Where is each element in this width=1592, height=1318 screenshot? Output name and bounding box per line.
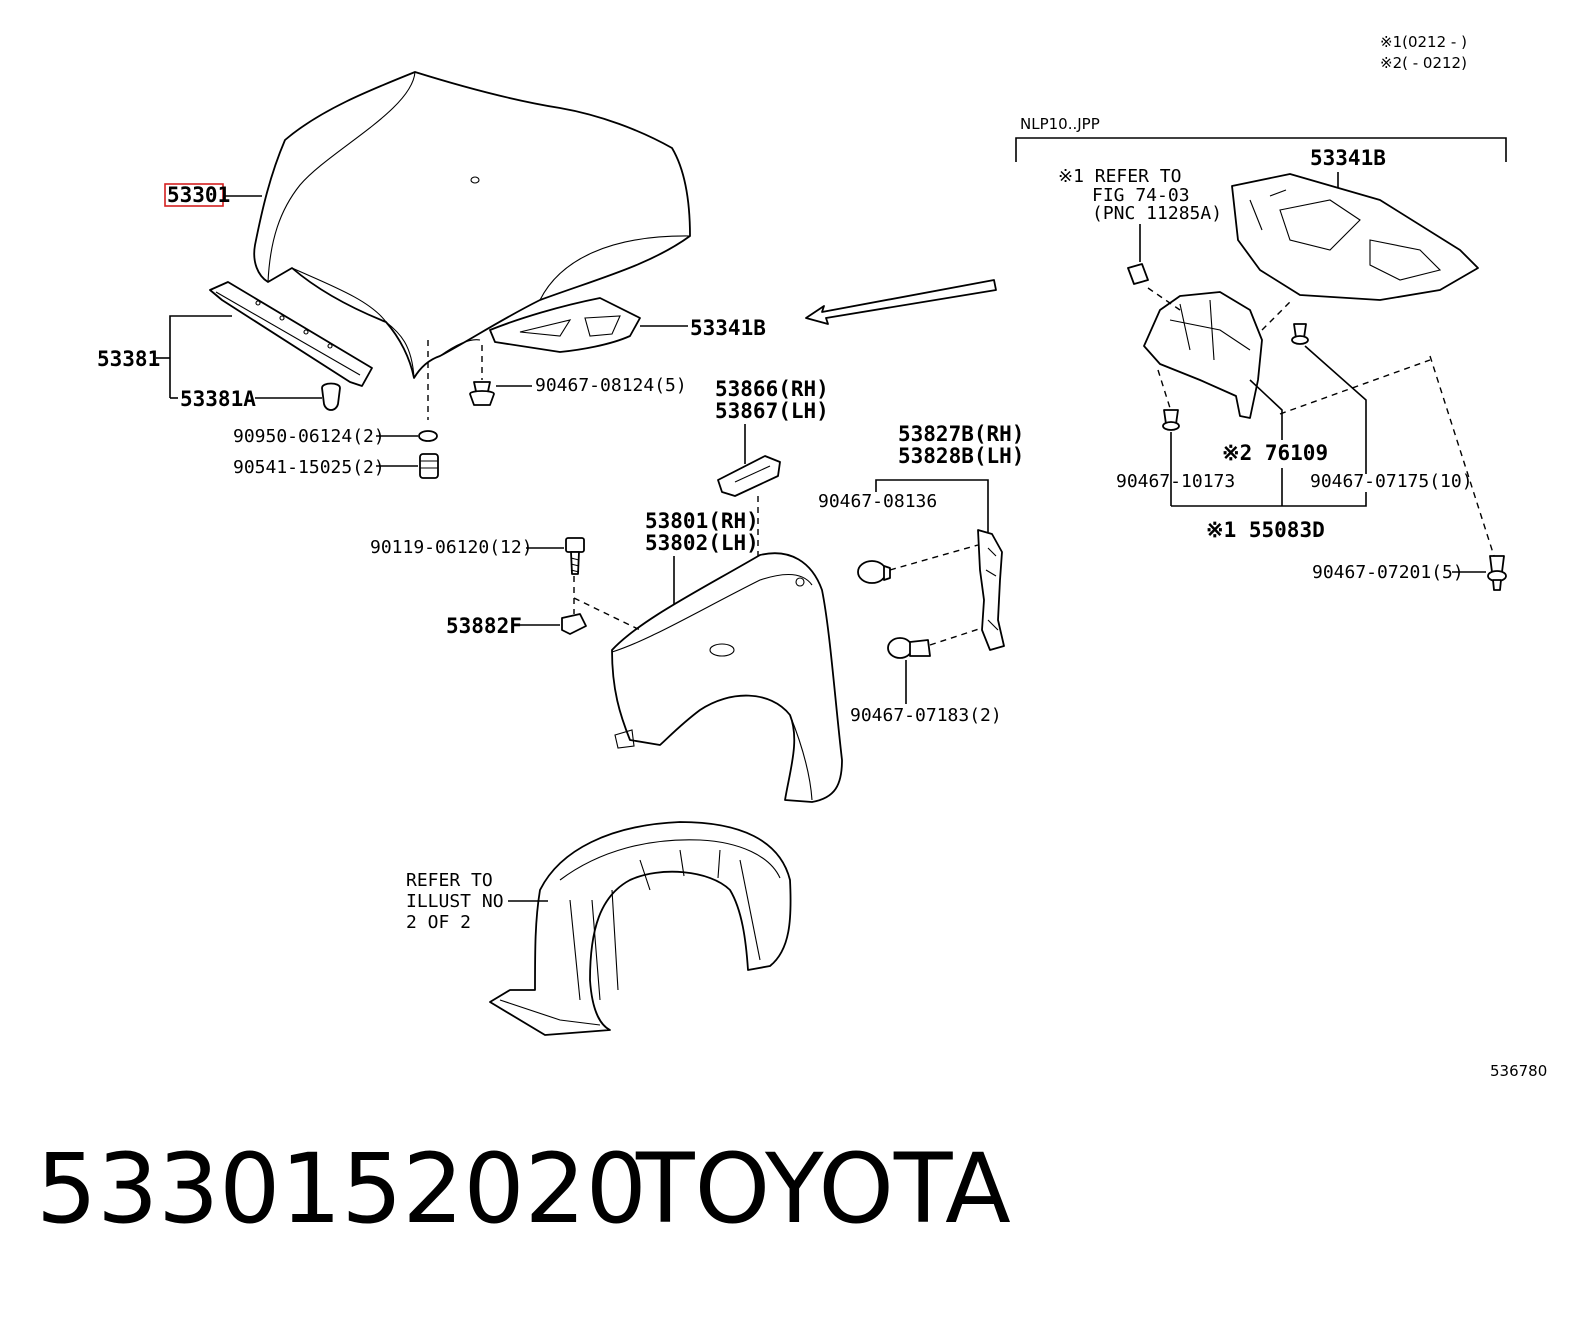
arrow-icon	[805, 279, 997, 325]
fender-bracket-part[interactable]	[717, 455, 781, 497]
front-fender-part[interactable]	[611, 552, 843, 803]
highlight-box	[164, 183, 224, 207]
clip-53381A[interactable]	[321, 382, 341, 411]
refer-illust-line-3: 2 OF 2	[406, 912, 471, 933]
hood-cushion-ring[interactable]	[418, 430, 438, 442]
callout-90467-07201[interactable]: 90467-07201(5)	[1312, 562, 1464, 583]
nut-53882F[interactable]	[561, 613, 587, 635]
hood-seal-part[interactable]	[209, 281, 373, 387]
hood-part[interactable]	[253, 71, 691, 379]
bolt-90119-06120[interactable]	[565, 537, 585, 575]
clip-90467-07183[interactable]	[887, 637, 931, 659]
callout-55083D[interactable]: ※1 55083D	[1206, 518, 1325, 542]
callout-53867[interactable]: 53867(LH)	[715, 399, 829, 423]
callout-90119-06120[interactable]: 90119-06120(12)	[370, 537, 533, 558]
refer-illust-line-1: REFER TO	[406, 870, 493, 891]
callout-53882F[interactable]: 53882F	[446, 614, 522, 638]
refer-fig-line-1: ※1 REFER TO	[1058, 166, 1181, 187]
callout-90467-08124[interactable]: 90467-08124(5)	[535, 375, 687, 396]
footer-part-number: 5330152020	[36, 1133, 647, 1245]
variant-label: NLP10..JPP	[1020, 115, 1100, 133]
hood-cushion-stopper[interactable]	[419, 453, 439, 479]
callout-90467-10173[interactable]: 90467-10173	[1116, 471, 1235, 492]
callout-76109[interactable]: ※2 76109	[1222, 441, 1328, 465]
callout-53341B-left[interactable]: 53341B	[690, 316, 766, 340]
refer-illust-line-2: ILLUST NO	[406, 891, 504, 912]
diagram-id: 536780	[1490, 1062, 1547, 1080]
callout-53827B[interactable]: 53827B(RH)	[898, 422, 1024, 446]
fender-liner-part[interactable]	[489, 821, 792, 1036]
callout-90541-15025[interactable]: 90541-15025(2)	[233, 457, 385, 478]
refer-fig-line-3: (PNC 11285A)	[1092, 203, 1222, 224]
clip-90467-10173[interactable]	[1162, 409, 1180, 431]
fender-liner-bracket[interactable]	[977, 529, 1005, 651]
callout-53341B-right[interactable]: 53341B	[1310, 146, 1386, 170]
callout-53828B[interactable]: 53828B(LH)	[898, 444, 1024, 468]
callout-53301[interactable]: 53301	[167, 183, 230, 207]
hood-insulator-right[interactable]	[1231, 173, 1479, 301]
callout-90467-07183[interactable]: 90467-07183(2)	[850, 705, 1002, 726]
hood-insulator-left[interactable]	[489, 297, 641, 353]
clip-90467-07175[interactable]	[1291, 323, 1309, 345]
grommet-part[interactable]	[1127, 263, 1149, 285]
clip-90467-08136[interactable]	[857, 560, 891, 584]
callout-53381A[interactable]: 53381A	[180, 387, 256, 411]
range-note-2: ※2( - 0212)	[1380, 54, 1467, 72]
callout-53802[interactable]: 53802(LH)	[645, 531, 759, 555]
variant-bracket	[1015, 137, 1507, 162]
refer-fig-line-2: FIG 74-03	[1092, 185, 1190, 206]
callout-90950-06124[interactable]: 90950-06124(2)	[233, 426, 385, 447]
range-note-1: ※1(0212 - )	[1380, 33, 1467, 51]
callout-90467-07175[interactable]: 90467-07175(10)	[1310, 471, 1473, 492]
footer-brand: TOYOTA	[635, 1133, 1011, 1245]
clip-90467-08124[interactable]	[469, 381, 495, 406]
callout-53866[interactable]: 53866(RH)	[715, 377, 829, 401]
clip-90467-07201[interactable]	[1487, 555, 1507, 591]
callout-53801[interactable]: 53801(RH)	[645, 509, 759, 533]
engine-under-cover[interactable]	[1143, 291, 1263, 419]
callout-53381[interactable]: 53381	[97, 347, 160, 371]
group-bracket	[1171, 492, 1367, 507]
callout-90467-08136[interactable]: 90467-08136	[818, 491, 937, 512]
